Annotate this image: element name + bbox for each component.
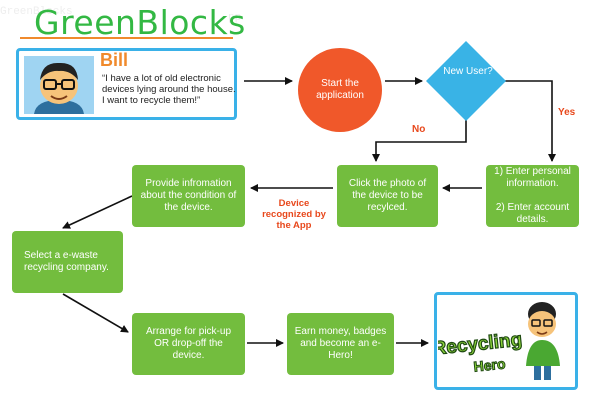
yes-label: Yes [558,107,576,118]
earn-box: Earn money, badges and become an e-Hero! [287,313,394,375]
click-photo-box: Click the photo of the device to be recy… [337,165,438,227]
enter-info-box: 1) Enter personal information. 2) Enter … [486,165,579,227]
avatar [24,56,94,114]
watermark-left: GreenBlocks [0,6,73,18]
select-company-box: Select a e-waste recycling company. [12,231,123,293]
badge-line1: Recycling [438,329,523,359]
arrow-decision-yes [505,80,556,162]
badge-line2: Hero [473,355,506,374]
decision-label: New User? [443,66,493,77]
page-title: GreenBlocks [34,3,246,42]
recycling-hero-logo: Recycling Hero [438,302,560,380]
arrow-select-to-arrange [62,293,129,333]
arrow-provide-to-select [62,195,133,229]
provide-info-box: Provide infromation about the condition … [132,165,245,227]
start-node-label: Start the application [316,78,364,101]
title-underline [20,37,233,39]
watermark-right: pp [228,12,242,24]
no-label: No [412,124,426,135]
persona-name: Bill [100,50,129,70]
arrange-box: Arrange for pick-up OR drop-off the devi… [132,313,245,375]
decision-diamond [426,41,506,121]
start-node: Start the application [298,48,382,132]
persona-quote: “I have a lot of old electronic devices … [102,73,236,106]
recognized-label: Device recognized by the App [262,198,326,231]
arrow-decision-no [372,118,467,162]
